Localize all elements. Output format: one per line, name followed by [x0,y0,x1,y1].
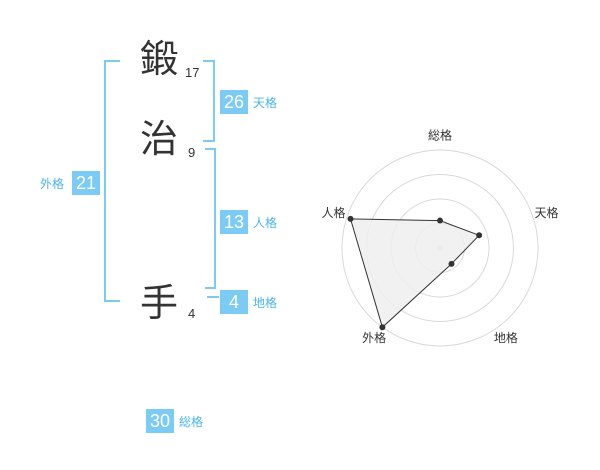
tenkaku-bracket [203,60,215,142]
jinkaku-bracket [205,148,216,289]
jinkaku-value-badge: 13 [220,210,248,234]
soukaku-label: 総格 [179,415,204,429]
chikaku-label: 地格 [253,296,278,310]
radar-axis-label-3: 地格 [494,330,518,345]
chikaku-value-badge: 4 [220,290,248,314]
radar-axis-label-5: 人格 [321,205,345,220]
stroke-count-1: 17 [185,65,200,80]
radar-point-1 [437,217,443,224]
gaikaku-bracket [104,60,120,302]
tenkaku-value-badge: 26 [220,90,248,114]
tenkaku-label: 天格 [253,96,278,110]
radar-axis-label-1: 総格 [428,128,452,143]
radar-axis-label-4: 外格 [362,330,386,345]
name-char-3: 手 [140,281,179,325]
name-char-1: 鍛 [140,37,179,81]
jinkaku-label: 人格 [253,216,278,230]
radar-point-4 [379,324,386,331]
radar-point-3 [448,260,455,267]
radar-points [347,215,483,331]
stroke-count-2: 9 [188,145,196,160]
radar-axis-label-2: 天格 [535,205,559,220]
soukaku-value-badge: 30 [146,409,174,433]
name-char-2: 治 [140,117,179,161]
stroke-count-3: 4 [188,306,196,321]
radar-series-shape [349,218,480,329]
radar-point-2 [476,232,483,239]
chikaku-connector [207,296,219,298]
gaikaku-value-badge: 21 [72,171,100,195]
gaikaku-label: 外格 [40,177,65,191]
radar-point-5 [347,215,354,222]
